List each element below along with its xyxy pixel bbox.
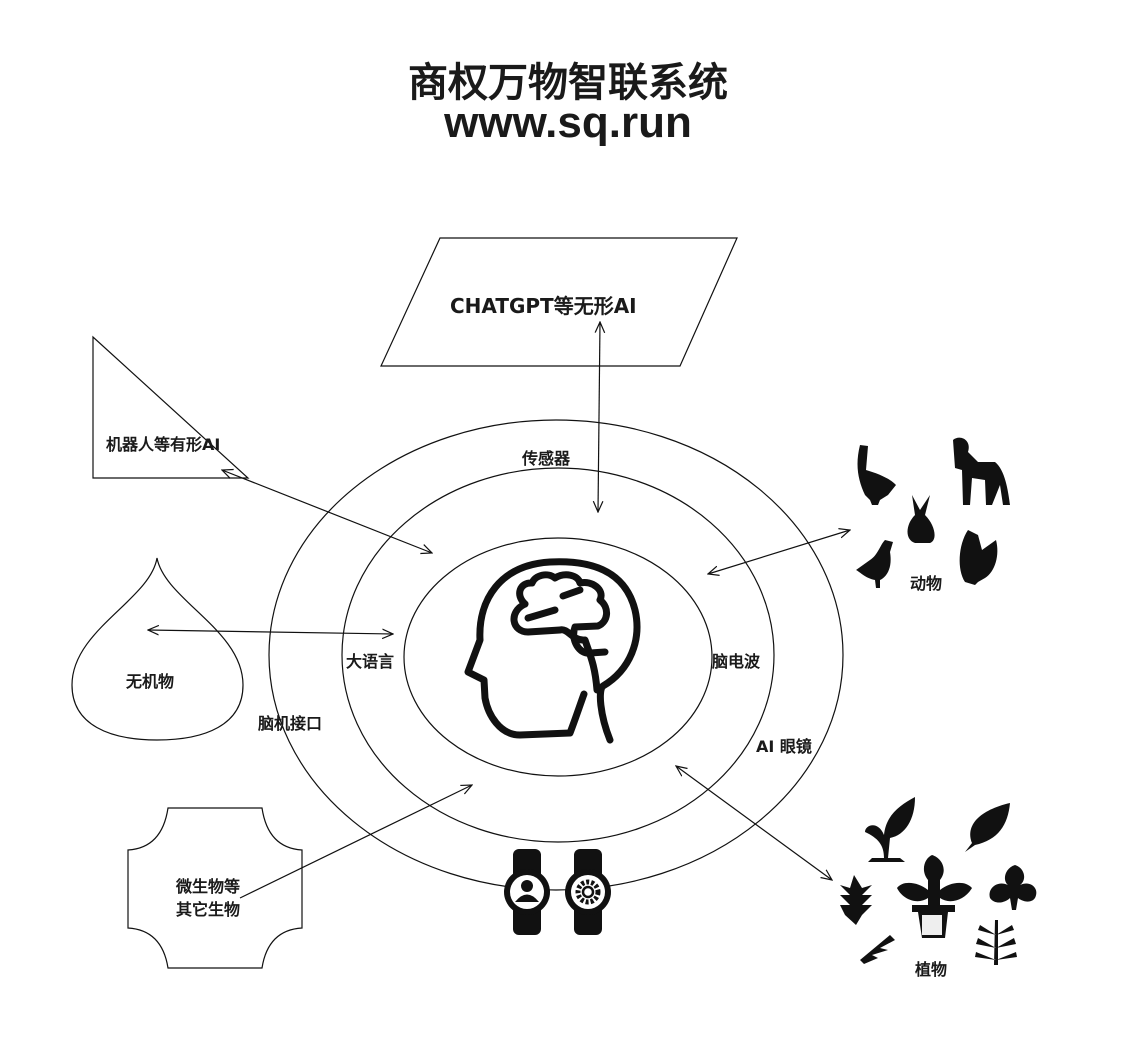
sensor-label: 传感器 (522, 449, 571, 468)
animal-icons (856, 437, 1010, 588)
outer-ring (268, 419, 844, 891)
chatgpt-parallelogram (380, 237, 738, 367)
arrow-microbe (239, 785, 472, 899)
herb-sprig-icon (860, 935, 895, 964)
ai-glasses-label: AI 眼镜 (756, 737, 812, 756)
microbe-label-line2: 其它生物 (176, 900, 241, 919)
arrow-animals (708, 530, 850, 574)
inorganic-label: 无机物 (126, 672, 175, 691)
arrow-robot (222, 470, 432, 553)
site-url: www.sq.run (444, 98, 692, 147)
robot-label: 机器人等有形AI (106, 435, 221, 454)
fir-branch-icon (975, 920, 1017, 965)
microbe-shape (127, 807, 303, 969)
potted-plant-icon (897, 855, 972, 938)
quail-icon (856, 540, 893, 588)
bci-label: 脑机接口 (258, 714, 323, 733)
rabbit-icon (907, 495, 935, 543)
eeg-label: 脑电波 (712, 652, 761, 671)
arrow-plants (676, 766, 832, 880)
inner-ring (403, 537, 713, 777)
clover-icon (989, 865, 1037, 910)
smartwatch-user-icon (504, 849, 550, 935)
plants-label: 植物 (915, 960, 948, 979)
middle-ring (341, 467, 775, 843)
smartwatch-gear-icon (565, 849, 611, 935)
animals-label: 动物 (910, 574, 943, 593)
ram-icon (953, 437, 1010, 505)
brain-head-icon (464, 558, 641, 744)
arrow-chatgpt (598, 322, 600, 512)
fern-icon (840, 875, 872, 925)
inorganic-drop (71, 557, 244, 741)
leaf-icon (965, 803, 1010, 852)
llm-label: 大语言 (346, 652, 395, 671)
sprout-icon (865, 797, 915, 862)
plant-icons (840, 797, 1037, 965)
hen-icon (959, 530, 998, 585)
robot-triangle (92, 335, 250, 479)
microbe-label-line1: 微生物等 (176, 877, 241, 896)
chatgpt-label: CHATGPT等无形AI (450, 294, 637, 318)
goose-icon (857, 445, 896, 505)
arrow-inorganic (148, 630, 393, 634)
page-title: 商权万物智联系统 (408, 60, 728, 106)
